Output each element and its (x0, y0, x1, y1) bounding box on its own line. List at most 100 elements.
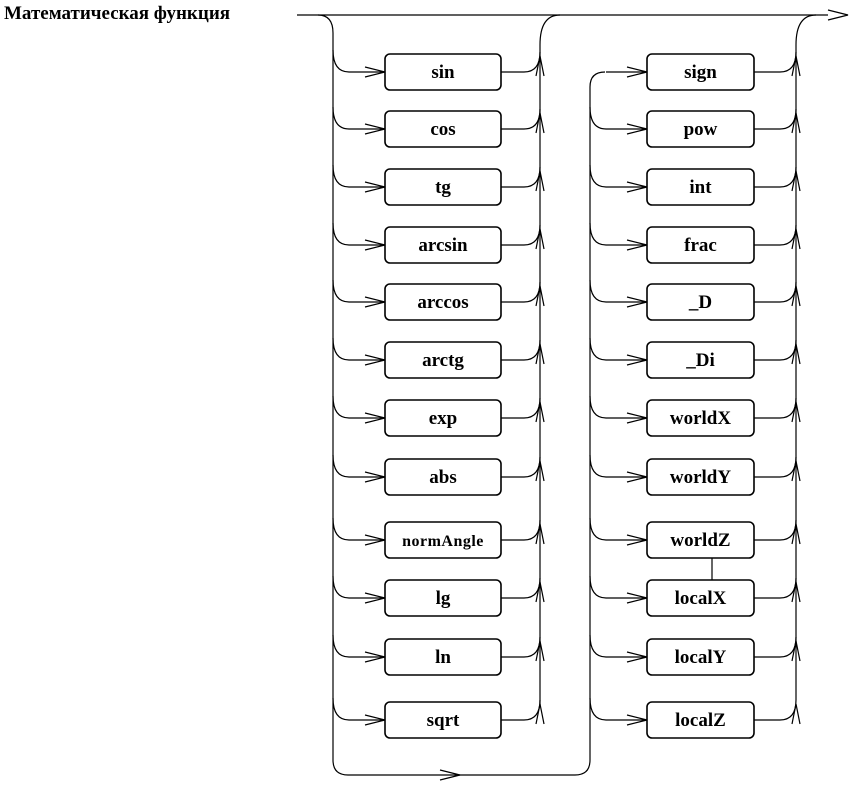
entry-line (589, 337, 647, 361)
function-label: worldY (670, 467, 732, 488)
function-box: _D (646, 283, 755, 321)
function-box: worldX (646, 399, 755, 437)
function-label: arctg (422, 350, 464, 371)
function-box: sqrt (384, 701, 502, 739)
function-box: localZ (646, 701, 755, 739)
exit-line (754, 456, 797, 478)
function-box: ln (384, 638, 502, 676)
function-label: tg (435, 177, 451, 198)
function-label: int (689, 177, 712, 198)
function-box-frame (384, 53, 502, 91)
function-label: frac (684, 235, 717, 256)
function-label: localZ (675, 710, 726, 731)
return-arrow (535, 581, 545, 603)
function-box-frame (646, 701, 755, 739)
function-box-frame (646, 168, 755, 206)
function-label: _D (688, 292, 712, 313)
exit-line (501, 166, 541, 188)
function-box-frame (384, 458, 502, 496)
entry-line (589, 697, 647, 721)
function-box: normAngle (384, 521, 502, 559)
entry-line (589, 395, 647, 419)
return-arrow (535, 460, 545, 482)
function-box: frac (646, 226, 755, 264)
function-box-frame (384, 638, 502, 676)
function-box-frame (384, 521, 502, 559)
entry-line (589, 454, 647, 478)
return-arrow (791, 640, 801, 662)
entry-line (589, 106, 647, 130)
function-box-frame (646, 399, 755, 437)
exit-line (754, 577, 797, 599)
function-box-frame (384, 341, 502, 379)
function-box: arcsin (384, 226, 502, 264)
function-label: normAngle (402, 533, 484, 550)
entry-line (332, 697, 385, 721)
return-arrow (535, 112, 545, 134)
function-box: worldY (646, 458, 755, 496)
return-arrow (791, 55, 801, 77)
function-box: abs (384, 458, 502, 496)
function-label: worldX (670, 408, 732, 429)
entry-line (332, 106, 385, 130)
function-label: arccos (417, 292, 468, 313)
return-arrow (791, 401, 801, 423)
exit-line (754, 519, 797, 541)
entry-line (589, 575, 647, 599)
function-label: sign (684, 62, 717, 83)
exit-line (501, 224, 541, 246)
exit-line (754, 397, 797, 419)
function-box-frame (646, 638, 755, 676)
return-arrow (791, 343, 801, 365)
function-box: pow (646, 110, 755, 148)
function-box: exp (384, 399, 502, 437)
return-arrow (535, 55, 545, 77)
return-arrow (535, 703, 545, 725)
return-arrow (791, 285, 801, 307)
entry-line (589, 634, 647, 658)
entry-line (332, 575, 385, 599)
exit-line (501, 108, 541, 130)
return-arrow (535, 285, 545, 307)
function-box-frame (646, 579, 755, 617)
function-label: localY (675, 647, 727, 668)
function-label: _Di (685, 350, 715, 371)
function-box-frame (384, 579, 502, 617)
left-bus (317, 14, 606, 776)
function-box-frame (384, 110, 502, 148)
exit-line (754, 166, 797, 188)
exit-line (754, 108, 797, 130)
exit-line (754, 636, 797, 658)
function-label: sqrt (427, 710, 460, 731)
function-box: sin (384, 53, 502, 91)
function-label: pow (684, 119, 718, 140)
entry-line (332, 279, 385, 303)
exit-line (501, 519, 541, 541)
exit-line (754, 51, 797, 73)
entry-line (589, 279, 647, 303)
right-return-bus (795, 14, 817, 700)
return-arrow (791, 523, 801, 545)
return-arrow (535, 401, 545, 423)
function-label: arcsin (418, 235, 468, 256)
exit-line (754, 699, 797, 721)
entry-line (332, 634, 385, 658)
function-box-frame (646, 226, 755, 264)
return-arrow (535, 523, 545, 545)
function-label: localX (675, 588, 727, 609)
exit-line (501, 456, 541, 478)
entry-line (332, 395, 385, 419)
exit-line (501, 636, 541, 658)
return-arrow (791, 460, 801, 482)
function-box-frame (646, 110, 755, 148)
return-arrow (791, 581, 801, 603)
function-box: arctg (384, 341, 502, 379)
function-box-frame (384, 168, 502, 206)
entry-line (332, 517, 385, 541)
entry-line (332, 222, 385, 246)
function-boxes: sincostgarcsinarccosarctgexpabsnormAngle… (384, 53, 755, 739)
left-return-bus (539, 14, 561, 705)
function-box: _Di (646, 341, 755, 379)
return-arrow (791, 170, 801, 192)
